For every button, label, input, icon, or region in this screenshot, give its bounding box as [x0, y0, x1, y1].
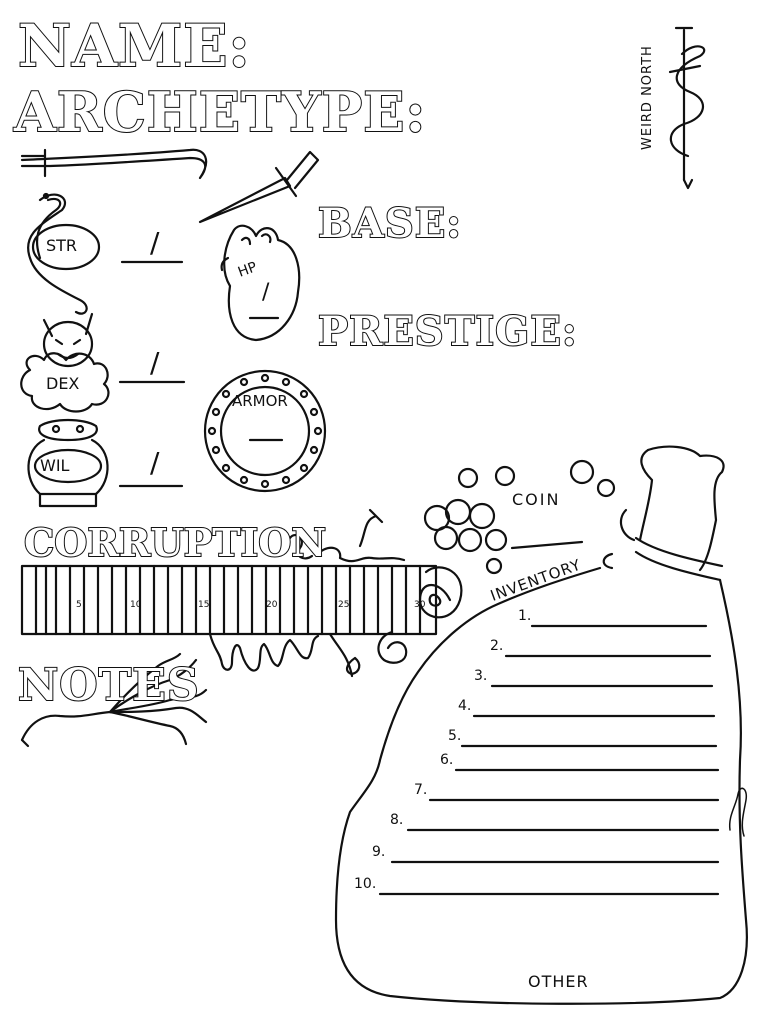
snake-icon [27, 192, 101, 315]
corruption-track [20, 564, 438, 636]
prestige-label: PRESTIGE: [317, 307, 578, 356]
corruption-tick: 30 [414, 600, 426, 610]
name-label: NAME: [17, 12, 251, 80]
notes-label: NOTES [17, 659, 200, 712]
inventory-slot-number: 4. [458, 698, 472, 714]
armor-label: ARMOR [232, 392, 288, 410]
portal-swirl-icon [377, 566, 463, 664]
str-slash: / [150, 226, 160, 259]
inventory-lines [378, 624, 720, 896]
inventory-slot-number: 10. [354, 876, 377, 892]
caduceus-logo-icon [668, 26, 706, 190]
base-label: BASE: [317, 199, 462, 248]
corruption-tick: 25 [338, 600, 350, 610]
dagger-icon [198, 150, 320, 224]
heart-icon [220, 224, 301, 342]
hp-slash: / [262, 280, 270, 305]
wil-label: WIL [40, 456, 70, 475]
inventory-slot-number: 8. [390, 812, 404, 828]
coin-label: COIN [512, 490, 561, 509]
dex-slash: / [150, 346, 160, 379]
coins-icon [423, 459, 616, 575]
armor-shield-icon [203, 369, 327, 493]
wil-slash: / [150, 446, 160, 479]
inventory-slot-number: 1. [518, 608, 532, 624]
dex-label: DEX [46, 374, 80, 393]
brand-label: WEIRD NORTH [640, 45, 655, 150]
archetype-label: ARCHETYPE: [13, 80, 427, 144]
inventory-slot-number: 7. [414, 782, 428, 798]
corruption-label: CORRUPTION [23, 519, 327, 566]
inventory-slot-number: 9. [372, 844, 386, 860]
corruption-tick: 15 [198, 600, 210, 610]
inventory-slot-number: 3. [474, 668, 488, 684]
corruption-tick: 5 [76, 600, 82, 610]
other-label: OTHER [528, 972, 589, 991]
whip-icon [20, 652, 208, 748]
inventory-slot-number: 5. [448, 728, 462, 744]
inventory-slot-number: 2. [490, 638, 504, 654]
sword-icon [20, 148, 208, 180]
inventory-slot-number: 6. [440, 752, 454, 768]
corruption-tick: 10 [130, 600, 142, 610]
urn-icon [27, 418, 109, 508]
sack-icon [334, 445, 748, 1005]
corruption-tick: 20 [266, 600, 278, 610]
str-label: STR [46, 236, 78, 255]
demon-icon [20, 312, 110, 413]
